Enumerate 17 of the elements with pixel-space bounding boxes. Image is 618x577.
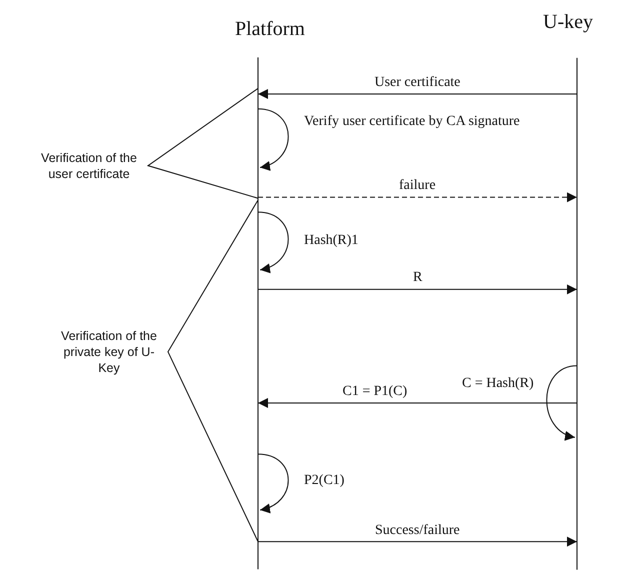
arrow [258,398,578,408]
edge-label: C = Hash(R) [460,376,536,392]
arrow [258,536,578,547]
arrow [546,365,578,440]
arrow [258,89,578,99]
arrow [258,192,578,202]
bracket-label: Verification of the private key of U-Key [60,328,158,376]
bracket-label: Verification of the user certificate [40,150,138,182]
arrow [258,454,289,512]
edge-label: P2(C1) [302,472,346,489]
lifeline-header: U-key [543,10,593,34]
arrow [258,212,289,272]
arrow [258,284,578,294]
lifeline-header: Platform [235,18,305,42]
edge-label: Hash(R)1 [302,232,360,249]
edge-label: C1 = P1(C) [340,384,410,400]
arrow [258,108,289,170]
